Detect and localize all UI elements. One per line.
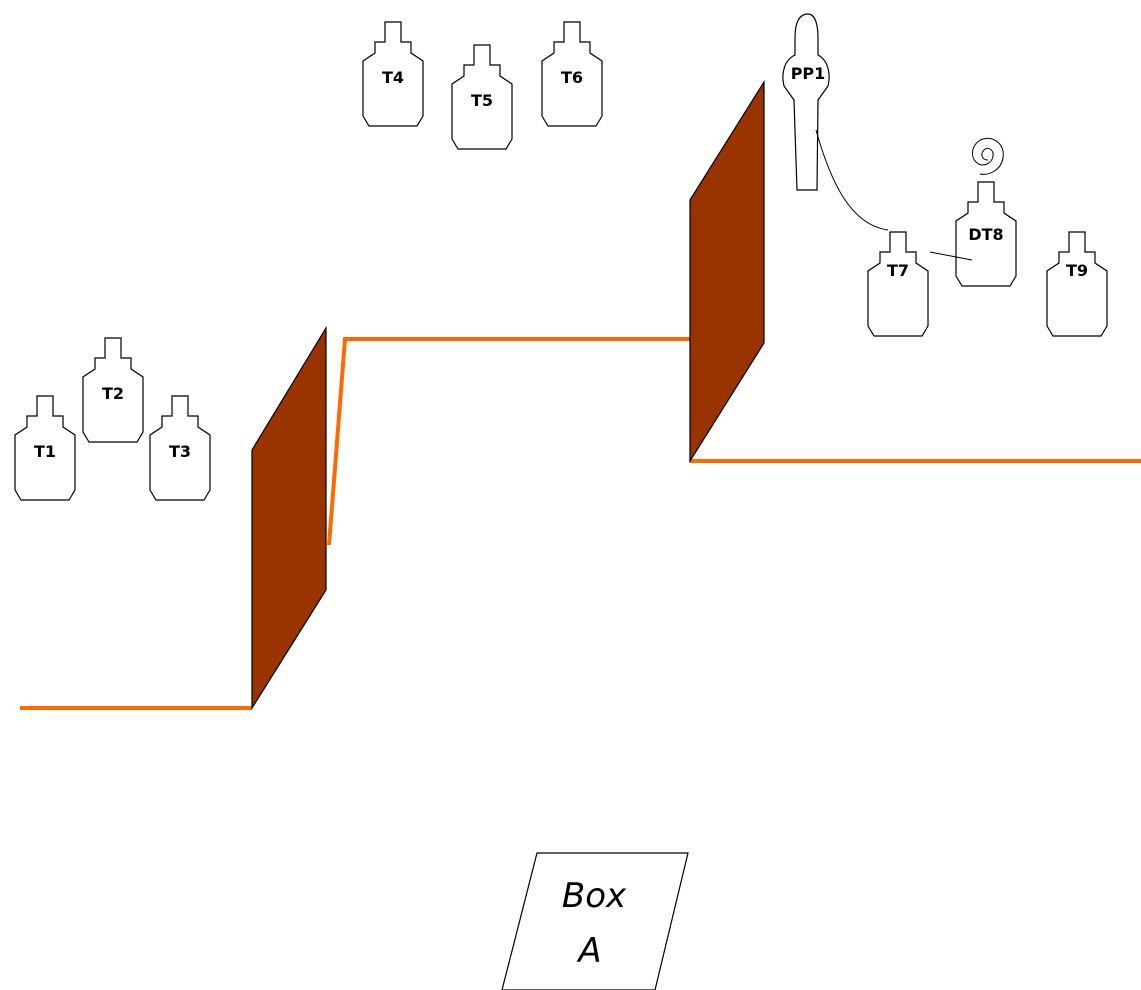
target-t5-label: T5 [471,91,493,110]
dt8-link-wire [929,251,973,261]
popper-pp1: PP1 [782,13,830,191]
target-t7: T7 [867,231,929,337]
wall-left [251,325,327,711]
target-t9: T9 [1046,231,1108,337]
target-t5: T5 [451,44,513,150]
target-t2-label: T2 [102,384,124,403]
target-t3: T3 [149,395,211,501]
fault-line-middle [327,337,690,546]
disappearing-spiral-icon [972,137,1004,175]
target-t4-label: T4 [382,68,404,87]
activation-cable [815,129,889,231]
target-t4: T4 [362,21,424,127]
target-t6-label: T6 [561,68,583,87]
target-t6: T6 [541,21,603,127]
shooting-box-line1: Box [562,876,627,916]
target-dt8: DT8 [955,181,1017,287]
target-t1-label: T1 [34,442,56,461]
target-t7-label: T7 [887,261,909,280]
target-t1: T1 [14,395,76,501]
wall-right [689,79,765,464]
target-t3-label: T3 [169,442,191,461]
shooting-box-a: Box A [501,852,689,990]
target-t9-label: T9 [1066,261,1088,280]
popper-pp1-label: PP1 [791,64,826,83]
target-t2: T2 [82,337,144,443]
shooting-box-line2: A [576,931,601,971]
target-dt8-label: DT8 [968,225,1003,244]
